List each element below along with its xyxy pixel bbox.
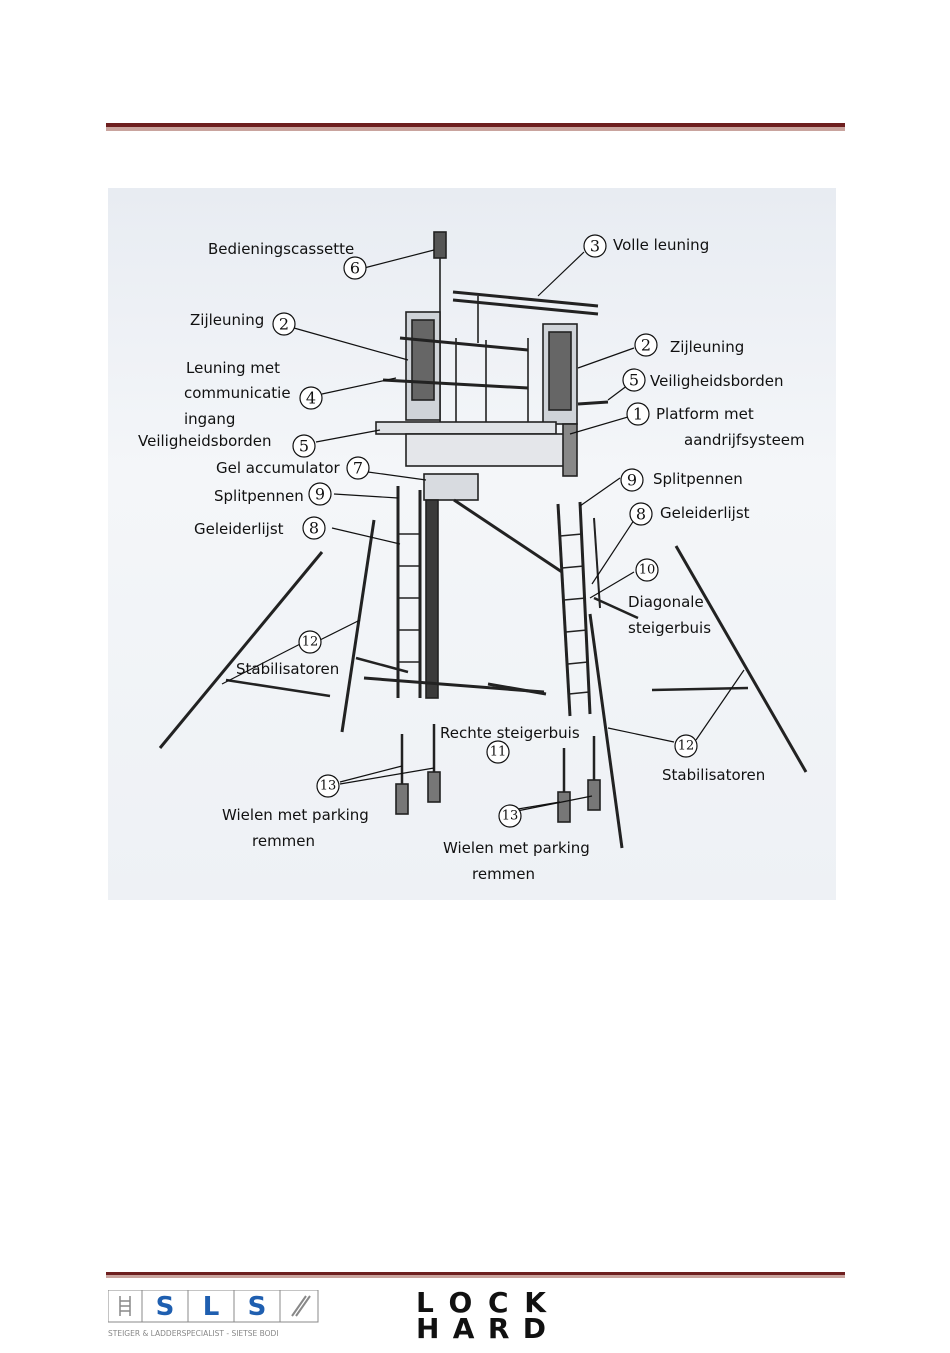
svg-text:5: 5 (629, 371, 639, 390)
label-platform-line1: Platform met (656, 405, 754, 423)
svg-text:2: 2 (279, 315, 289, 334)
label-veiligheidsborden-right: Veiligheidsborden (650, 372, 783, 390)
label-diagonale-line1: Diagonale (628, 593, 704, 611)
label-stabilisatoren-left: Stabilisatoren (236, 660, 339, 678)
sls-logo: S L S STEIGER & LADDERSPECIALIST - SIETS… (107, 1289, 320, 1340)
callout-4 (299, 386, 323, 410)
callout-13-right (498, 804, 522, 828)
callout-leaders (221, 249, 745, 813)
left-sign-mesh (411, 319, 435, 401)
pencil-icon (291, 1295, 311, 1317)
svg-text:6: 6 (350, 259, 360, 278)
callout-6 (343, 256, 367, 280)
svg-text:1: 1 (633, 405, 643, 424)
label-veiligheidsborden-left: Veiligheidsborden (138, 432, 271, 450)
drive-unit (562, 423, 578, 477)
label-wielen-left-line1: Wielen met parking (222, 806, 369, 824)
callout-7 (346, 456, 370, 480)
callout-13-left (316, 774, 340, 798)
label-leuning-line1: Leuning met (186, 359, 280, 377)
callout-8-right (629, 502, 653, 526)
svg-text:3: 3 (590, 237, 600, 256)
scaffold-drawing (158, 231, 808, 849)
callout-12-right (674, 734, 698, 758)
footer-rule (106, 1272, 845, 1278)
left-guide-strip (425, 499, 439, 699)
sls-tagline: STEIGER & LADDERSPECIALIST - SIETSE BODI (108, 1329, 279, 1338)
label-splitpennen-right: Splitpennen (653, 470, 743, 488)
label-wielen-right-line2: remmen (472, 865, 535, 883)
label-geleiderlijst-right: Geleiderlijst (660, 504, 750, 522)
svg-text:4: 4 (306, 389, 316, 408)
label-leuning-line3: ingang (184, 410, 235, 428)
label-gel-accumulator: Gel accumulator (216, 459, 341, 477)
callout-9-right (620, 468, 644, 492)
svg-text:12: 12 (678, 739, 695, 754)
header-rule (106, 123, 845, 131)
label-splitpennen-left: Splitpennen (214, 487, 304, 505)
callout-3 (583, 234, 607, 258)
label-bedieningscassette: Bedieningscassette (208, 240, 354, 258)
svg-text:12: 12 (302, 635, 319, 650)
svg-text:7: 7 (353, 459, 363, 478)
right-sign-mesh (548, 331, 572, 411)
svg-text:2: 2 (641, 336, 651, 355)
callout-8-left (302, 516, 326, 540)
label-platform-line2: aandrijfsysteem (684, 431, 805, 449)
svg-text:5: 5 (299, 437, 309, 456)
svg-text:9: 9 (627, 471, 637, 490)
callout-9-left (308, 482, 332, 506)
callout-1 (626, 402, 650, 426)
label-leuning-line2: communicatie (184, 384, 291, 402)
svg-text:8: 8 (309, 519, 319, 538)
svg-text:13: 13 (502, 809, 519, 824)
label-diagonale-line2: steigerbuis (628, 619, 711, 637)
label-stabilisatoren-right: Stabilisatoren (662, 766, 765, 784)
callout-11 (486, 740, 510, 764)
label-zijleuning-right: Zijleuning (670, 338, 744, 356)
svg-text:13: 13 (320, 779, 337, 794)
callout-5-left (292, 434, 316, 458)
svg-text:11: 11 (490, 745, 507, 760)
lockhard-logo: LOCK HARD (416, 1286, 550, 1345)
callout-12-left (298, 630, 322, 654)
svg-text:10: 10 (639, 563, 656, 578)
callout-numbers (272, 234, 698, 828)
hard-text: HARD (416, 1312, 546, 1340)
sls-letter-3: S (248, 1292, 267, 1322)
callout-10 (635, 558, 659, 582)
svg-text:8: 8 (636, 505, 646, 524)
callout-2-left (272, 312, 296, 336)
sls-letter-1: S (156, 1292, 175, 1322)
callout-5-right (622, 368, 646, 392)
label-wielen-right-line1: Wielen met parking (443, 839, 590, 857)
control-box-part (433, 231, 447, 259)
callout-2-right (634, 333, 658, 357)
ladder-icon (119, 1296, 131, 1316)
svg-text:9: 9 (315, 485, 325, 504)
label-zijleuning-left: Zijleuning (190, 311, 264, 329)
label-volle-leuning: Volle leuning (613, 236, 709, 254)
label-geleiderlijst-left: Geleiderlijst (194, 520, 284, 538)
label-rechte-steigerbuis: Rechte steigerbuis (440, 724, 580, 742)
label-wielen-left-line2: remmen (252, 832, 315, 850)
scaffold-exploded-diagram: 6 3 2 2 4 5 1 5 7 9 9 8 8 10 12 12 11 13… (108, 188, 836, 900)
sls-letter-2: L (203, 1292, 220, 1322)
